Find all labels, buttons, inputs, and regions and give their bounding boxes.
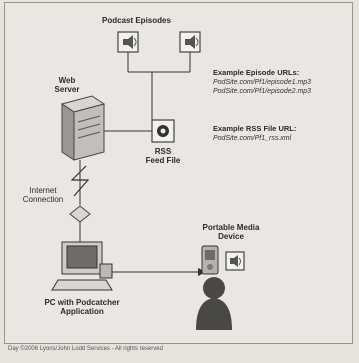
rss-feed-file-icon <box>152 120 174 142</box>
internet-connection-label: Internet Connection <box>18 186 68 204</box>
device-podcast-icon <box>226 252 244 270</box>
episode-urls-heading: Example Episode URLs: <box>213 68 299 77</box>
pc-podcatcher-label: PC with Podcatcher Application <box>40 298 124 316</box>
portable-media-device-label: Portable Media Device <box>196 223 266 241</box>
podcast-episode-icon-2 <box>180 32 200 52</box>
rss-feed-file-label: RSS Feed File <box>145 147 181 165</box>
person-icon <box>196 277 232 330</box>
podcast-episodes-label: Podcast Episodes <box>102 16 171 25</box>
internet-connection-icon <box>70 206 90 222</box>
web-server-label: Web Server <box>52 76 82 94</box>
portable-media-device-icon <box>202 246 218 274</box>
web-server-icon <box>62 96 104 160</box>
episode-url-2: PodSite.com/Pf1/episode2.mp3 <box>213 88 311 95</box>
rss-url-line: PodSite.com/Pf1_rss.xml <box>213 135 291 142</box>
pc-icon <box>52 242 112 290</box>
rss-url-heading: Example RSS File URL: <box>213 124 296 133</box>
episode-url-1: PodSite.com/Pf1/episode1.mp3 <box>213 79 311 86</box>
podcast-episode-icon-1 <box>118 32 138 52</box>
figure-caption: Day ©2006 Lyons/John Lodd Services - All… <box>8 346 163 352</box>
rss-url-block: Example RSS File URL: PodSite.com/Pf1_rs… <box>213 124 296 143</box>
episode-urls-block: Example Episode URLs: PodSite.com/Pf1/ep… <box>213 68 311 96</box>
